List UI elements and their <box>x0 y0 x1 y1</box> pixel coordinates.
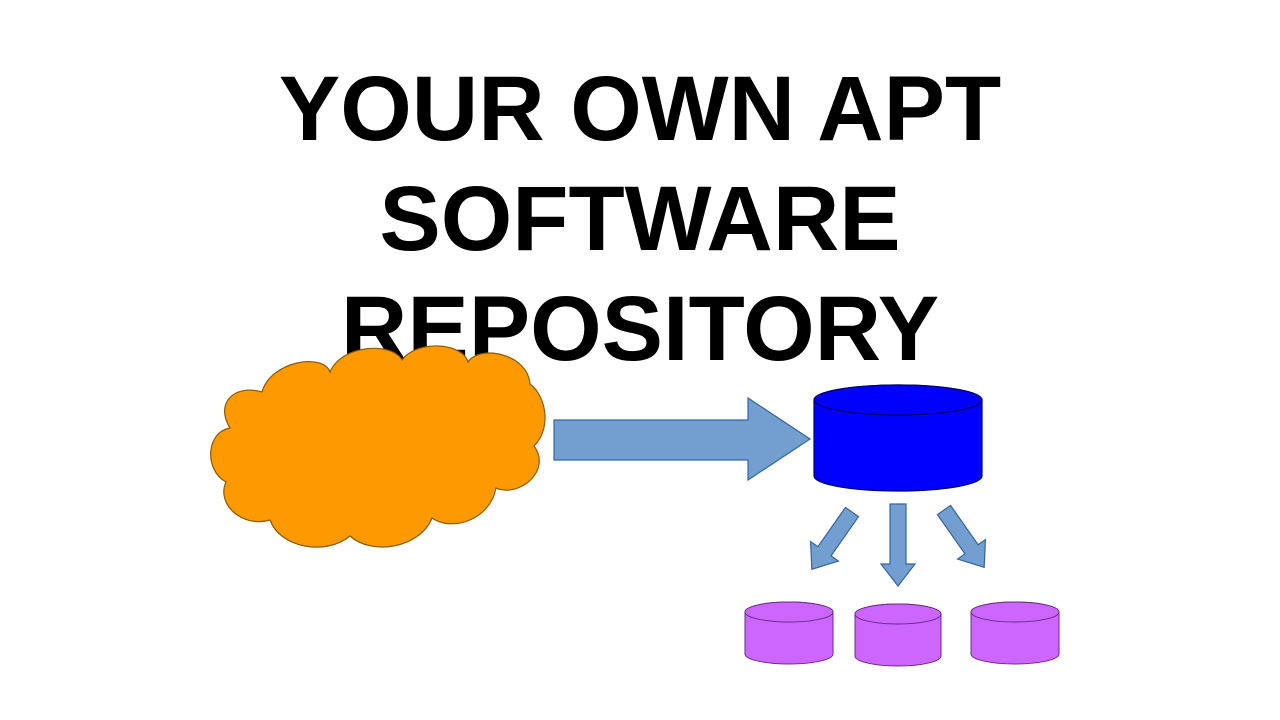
arrow-cloud-to-repository <box>553 396 812 482</box>
repository-database-icon <box>813 384 983 492</box>
title-line-2: SOFTWARE <box>379 168 901 270</box>
arrow-repository-to-client-2 <box>879 503 917 587</box>
client-database-icon-3 <box>970 601 1060 665</box>
cloud-icon <box>210 345 546 548</box>
title-line-1: YOUR OWN APT <box>278 58 1002 160</box>
arrow-repository-to-client-3 <box>936 504 987 569</box>
arrow-repository-to-client-1 <box>809 506 860 571</box>
client-database-icon-2 <box>854 603 942 667</box>
client-database-icon-1 <box>744 601 834 665</box>
page-title: YOUR OWN APT SOFTWARE REPOSITORY <box>0 54 1280 384</box>
